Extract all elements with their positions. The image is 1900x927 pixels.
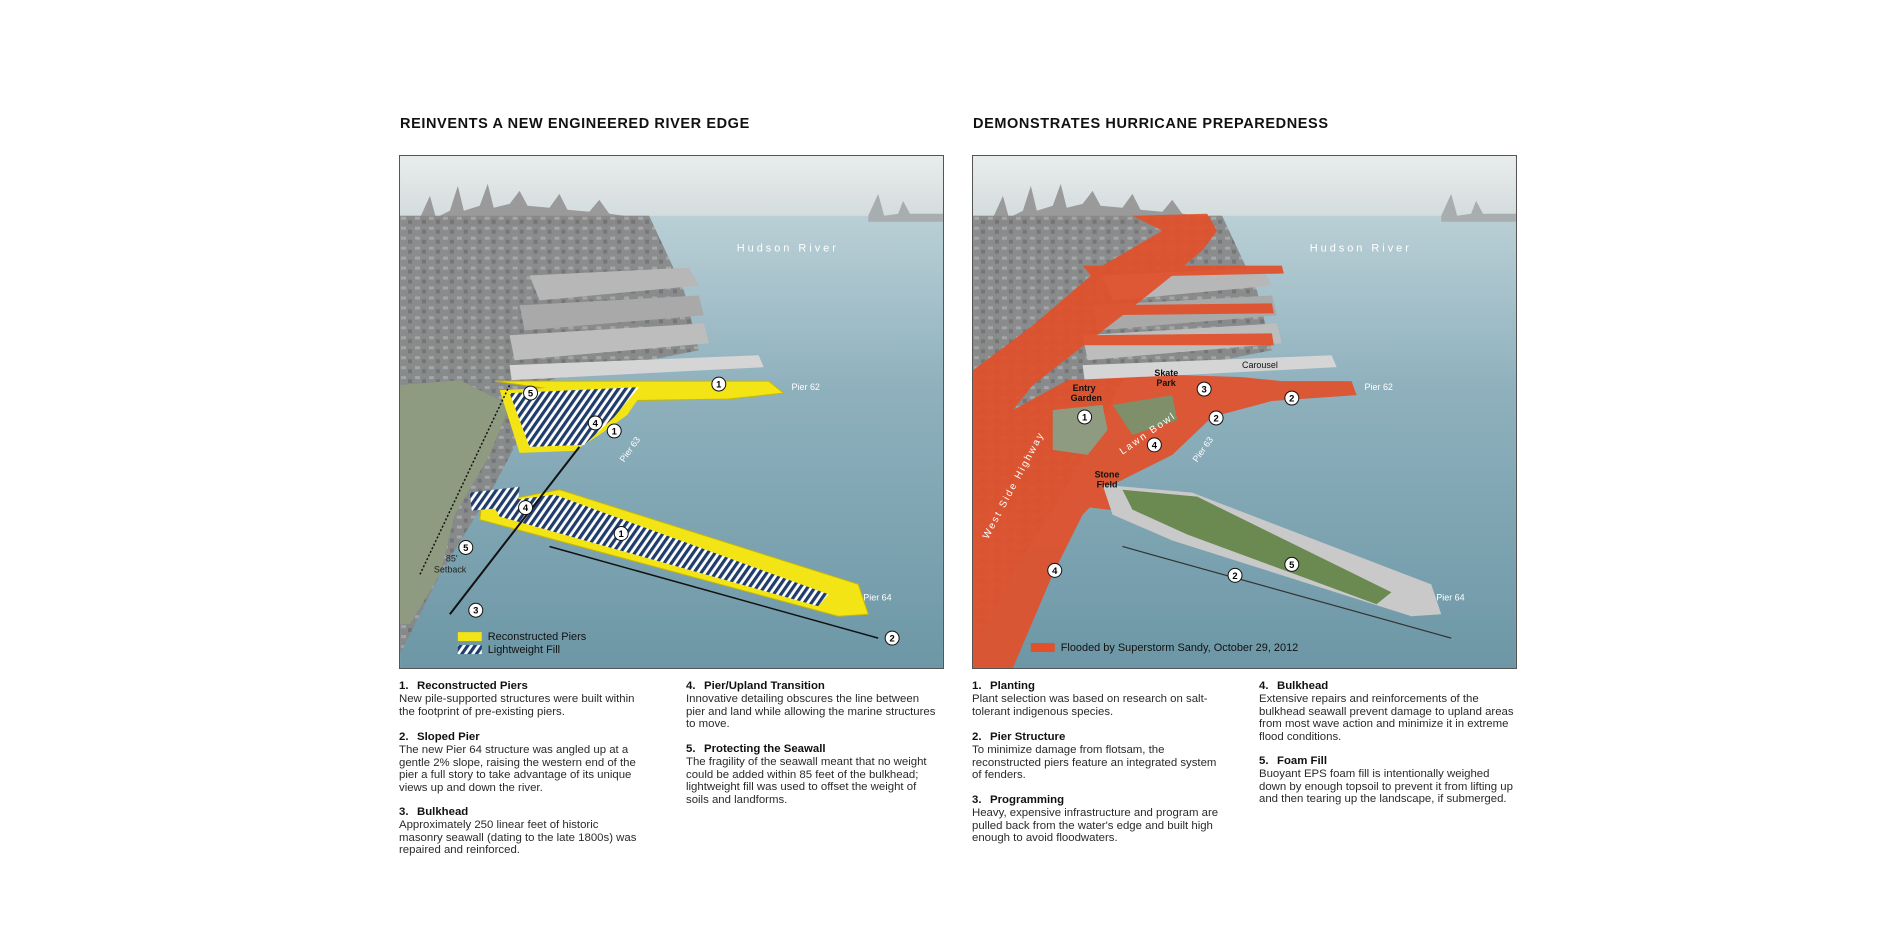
svg-text:5: 5: [528, 389, 533, 400]
right-note-1-title: Planting: [990, 680, 1035, 692]
left-river-label: Hudson River: [737, 243, 839, 255]
left-callout-5a: 5: [523, 385, 539, 401]
right-panel-title: DEMONSTRATES HURRICANE PREPAREDNESS: [973, 116, 1329, 132]
right-callout-3: 3: [1196, 381, 1212, 397]
left-legend: Reconstructed Piers Lightweight Fill: [457, 631, 587, 656]
right-note-3: 3.Programming Heavy, expensive infrastru…: [972, 794, 1227, 845]
right-note-5-title: Foam Fill: [1277, 755, 1327, 767]
left-note-1-title: Reconstructed Piers: [417, 680, 528, 692]
right-panel-image: Hudson River Pier 62 Pier 63 Pier 64 Ska…: [972, 155, 1517, 669]
right-note-3-title: Programming: [990, 794, 1065, 806]
legend-label-flooded: Flooded by Superstorm Sandy, October 29,…: [1061, 642, 1299, 654]
left-note-3-title: Bulkhead: [417, 806, 469, 818]
right-note-1-body: Plant selection was based on research on…: [972, 693, 1208, 718]
svg-text:1: 1: [1082, 412, 1087, 423]
right-note-2-title: Pier Structure: [990, 731, 1066, 743]
left-callout-3: 3: [468, 602, 484, 618]
right-note-2-body: To minimize damage from flotsam, the rec…: [972, 744, 1217, 782]
label-park: Park: [1156, 378, 1175, 388]
legend-label-reconstructed-piers: Reconstructed Piers: [488, 631, 587, 643]
right-pier-64-label: Pier 64: [1436, 592, 1464, 602]
right-callout-2c: 2: [1227, 567, 1243, 583]
svg-text:4: 4: [593, 418, 599, 429]
svg-text:2: 2: [1289, 394, 1294, 405]
right-callout-5: 5: [1284, 556, 1300, 572]
left-note-2-title: Sloped Pier: [417, 731, 480, 743]
label-garden: Garden: [1071, 393, 1102, 403]
legend-swatch-lightweight-fill: [457, 645, 482, 655]
left-panel-image: Hudson River Pier 62 Pier 63 Pier 64 85'…: [399, 155, 944, 669]
right-pier-62-label: Pier 62: [1365, 382, 1393, 392]
left-pier-64-label: Pier 64: [863, 592, 891, 602]
left-note-1: 1.Reconstructed Piers New pile-supported…: [399, 680, 644, 718]
svg-text:3: 3: [473, 606, 478, 617]
svg-text:3: 3: [1202, 385, 1207, 396]
left-callout-4a: 4: [587, 415, 603, 431]
svg-text:4: 4: [523, 503, 529, 514]
left-callout-1b: 1: [606, 423, 622, 439]
legend-label-lightweight-fill: Lightweight Fill: [488, 644, 560, 656]
right-note-3-body: Heavy, expensive infrastructure and prog…: [972, 807, 1219, 845]
left-lightweight-fill-63: [509, 387, 640, 447]
right-callout-4b: 4: [1047, 562, 1063, 578]
svg-text:1: 1: [619, 529, 624, 540]
left-note-4: 4.Pier/Upland Transition Innovative deta…: [686, 680, 936, 731]
left-note-4-title: Pier/Upland Transition: [704, 680, 825, 692]
left-lightweight-fill-64: [491, 494, 829, 607]
left-callout-1c: 1: [613, 526, 629, 541]
left-setback-distance: 85': [446, 553, 458, 563]
left-note-3: 3.Bulkhead Approximately 250 linear feet…: [399, 806, 644, 857]
right-legend: Flooded by Superstorm Sandy, October 29,…: [1030, 642, 1299, 654]
right-callout-2b: 2: [1208, 410, 1224, 426]
right-note-4-title: Bulkhead: [1277, 680, 1329, 692]
left-note-5-body: The fragility of the seawall meant that …: [686, 756, 927, 806]
legend-swatch-flooded: [1030, 643, 1055, 653]
label-entry: Entry: [1073, 383, 1096, 393]
svg-text:2: 2: [890, 634, 895, 645]
legend-swatch-reconstructed-piers: [457, 632, 482, 642]
right-note-2: 2.Pier Structure To minimize damage from…: [972, 731, 1217, 782]
svg-text:1: 1: [716, 380, 721, 391]
left-note-2-body: The new Pier 64 structure was angled up …: [399, 744, 636, 794]
label-stone: Stone: [1095, 470, 1120, 480]
svg-text:5: 5: [1289, 560, 1294, 571]
left-note-5: 5.Protecting the Seawall The fragility o…: [686, 743, 941, 806]
label-skate: Skate: [1154, 368, 1178, 378]
left-callout-5b: 5: [458, 540, 474, 555]
left-callout-2: 2: [884, 630, 900, 646]
left-note-5-title: Protecting the Seawall: [704, 743, 826, 755]
svg-text:1: 1: [612, 426, 617, 437]
left-note-3-body: Approximately 250 linear feet of histori…: [399, 819, 637, 857]
svg-text:2: 2: [1213, 413, 1218, 424]
left-setback-label: Setback: [434, 564, 467, 574]
label-field: Field: [1097, 480, 1118, 490]
right-callout-4a: 4: [1146, 437, 1162, 453]
left-pier-62-label: Pier 62: [792, 382, 820, 392]
left-note-2: 2.Sloped Pier The new Pier 64 structure …: [399, 731, 654, 794]
left-callout-4b: 4: [518, 500, 534, 516]
label-carousel: Carousel: [1242, 360, 1278, 370]
left-note-4-body: Innovative detailing obscures the line b…: [686, 693, 936, 731]
svg-text:5: 5: [463, 543, 468, 554]
right-callout-1: 1: [1077, 409, 1093, 425]
left-callout-1a: 1: [711, 376, 727, 392]
right-note-5-body: Buoyant EPS foam fill is intentionally w…: [1259, 768, 1513, 806]
right-note-5: 5.Foam Fill Buoyant EPS foam fill is int…: [1259, 755, 1519, 806]
left-note-1-body: New pile-supported structures were built…: [399, 693, 635, 718]
right-note-4-body: Extensive repairs and reinforcements of …: [1259, 693, 1514, 743]
right-note-1: 1.Planting Plant selection was based on …: [972, 680, 1232, 718]
right-note-4: 4.Bulkhead Extensive repairs and reinfor…: [1259, 680, 1519, 743]
svg-text:4: 4: [1052, 566, 1058, 577]
svg-text:2: 2: [1232, 571, 1237, 582]
right-river-label: Hudson River: [1310, 243, 1412, 255]
svg-text:4: 4: [1152, 440, 1158, 451]
right-callout-2a: 2: [1284, 390, 1300, 406]
left-panel-title: REINVENTS A NEW ENGINEERED RIVER EDGE: [400, 116, 750, 132]
